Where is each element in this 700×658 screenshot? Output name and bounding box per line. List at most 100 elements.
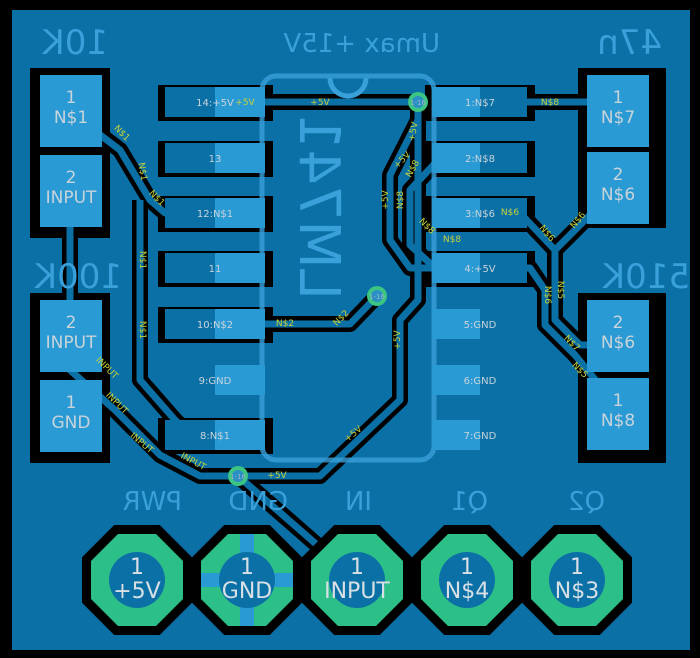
label-title: Umax +15V (283, 29, 440, 59)
connector-net: N$4 (445, 579, 489, 604)
ic-pad-right[interactable]: 2:N$8 (432, 143, 527, 173)
pad-net: INPUT (46, 188, 97, 208)
connector-net: INPUT (324, 579, 390, 604)
pad-shape (40, 75, 102, 147)
ic-pad-left[interactable]: 11 (165, 253, 265, 283)
net-label: +5V (267, 471, 287, 481)
pad-shape (432, 198, 480, 228)
pad-label: 1:N$7 (465, 98, 495, 109)
connector-net: GND (222, 579, 272, 604)
ic-pad-left[interactable]: 14:+5V (165, 87, 265, 117)
connector-net: N$3 (555, 579, 599, 604)
ic-pads-left: 14:+5V 13 12:N$1 11 10:N$2 9:GND 8:N$1 (165, 87, 265, 450)
connector-pad[interactable]: 1N$3 (522, 525, 632, 635)
ic-pad-right[interactable]: 6:GND (432, 365, 527, 395)
net-label: N$8 (443, 235, 461, 245)
label-r3-value: 510K (601, 257, 690, 297)
ic-pad-left[interactable]: 13 (165, 143, 265, 173)
pad-number: 1 (66, 393, 77, 413)
ic-pad-left[interactable]: 12:N$1 (165, 198, 265, 228)
connector-pad[interactable]: 1+5V (82, 525, 192, 635)
smd-pad[interactable]: 2N$6 (587, 300, 649, 372)
connector-number: 1 (570, 555, 584, 580)
pad-shape (587, 152, 649, 224)
label-pwr: PWR (123, 487, 182, 517)
net-label: N$1 (137, 321, 147, 339)
pad-label: 9:GND (199, 376, 232, 387)
pad-shape (215, 309, 265, 339)
ic-pad-right[interactable]: 5:GND (432, 309, 527, 339)
pad-net: N$8 (601, 411, 635, 431)
via[interactable]: 1-16 (367, 286, 387, 306)
via-label: 1-16 (369, 293, 385, 301)
connector-drill (549, 552, 605, 608)
mirrored-labels: 10K Umax +15V 47n 100K 510K LM741 PWR GN… (33, 23, 690, 517)
ic-pad-left[interactable]: 8:N$1 (165, 420, 265, 450)
pad-shape (587, 300, 649, 372)
net-label: N$2 (276, 319, 294, 329)
label-gnd: GND (228, 487, 288, 517)
ic-pad-right[interactable]: 4:+5V (432, 253, 527, 283)
label-q1: Q1 (451, 487, 488, 517)
smd-pad[interactable]: 1N$8 (587, 378, 649, 450)
pad-label: 3:N$6 (465, 209, 495, 220)
pad-net: N$7 (601, 108, 635, 128)
smd-pad[interactable]: 1N$1 (40, 75, 102, 147)
pad-label: 2:N$8 (465, 154, 495, 165)
pad-number: 2 (613, 165, 624, 185)
ic-pad-left[interactable]: 10:N$2 (165, 309, 265, 339)
ic-pad-right[interactable]: 7:GND (432, 420, 527, 450)
net-label: N$6 (542, 286, 552, 304)
connector-number: 1 (240, 555, 254, 580)
pad-net: INPUT (46, 333, 97, 353)
pad-label: 6:GND (464, 376, 497, 387)
label-q2: Q2 (568, 487, 605, 517)
ic-pad-right[interactable]: 1:N$7 (432, 87, 527, 117)
pad-net: N$6 (601, 185, 635, 205)
pad-net: GND (52, 413, 91, 433)
net-label: N$8 (541, 98, 559, 108)
ic-notch (327, 77, 369, 99)
pad-number: 1 (613, 391, 624, 411)
pad-label: 12:N$1 (197, 209, 233, 220)
pad-label: 7:GND (464, 431, 497, 442)
smd-pad[interactable]: 1N$7 (587, 75, 649, 147)
pad-shape (215, 143, 265, 173)
via-drill (412, 96, 424, 108)
connector-number: 1 (350, 555, 364, 580)
pad-label: 14:+5V (196, 98, 234, 109)
pad-shape (215, 87, 265, 117)
pad-shape (432, 420, 480, 450)
ic-pad-left[interactable]: 9:GND (165, 365, 265, 395)
via-drill (371, 290, 383, 302)
smd-pad[interactable]: 2N$6 (587, 152, 649, 224)
label-r2-value: 100K (33, 257, 122, 297)
via[interactable]: 1-16 (408, 92, 428, 112)
pad-shape (432, 365, 480, 395)
connector-drill (329, 552, 385, 608)
connector-pad[interactable]: 1N$4 (412, 525, 522, 635)
label-in: IN (345, 487, 372, 517)
net-label: N$8 (396, 191, 406, 209)
net-label: +5V (381, 189, 391, 209)
pad-shape (40, 155, 102, 227)
pad-shape (215, 420, 265, 450)
pad-net: N$6 (601, 333, 635, 353)
ic-pad-right[interactable]: 3:N$6 (432, 198, 527, 228)
connector-drill (439, 552, 495, 608)
pad-label: 11 (209, 264, 222, 275)
pad-number: 2 (66, 313, 77, 333)
label-r1-value: 10K (41, 23, 108, 63)
via-label: 1-16 (230, 473, 246, 481)
pad-number: 1 (66, 88, 77, 108)
label-ic: LM741 (286, 114, 351, 300)
via[interactable]: 1-16 (228, 466, 248, 486)
